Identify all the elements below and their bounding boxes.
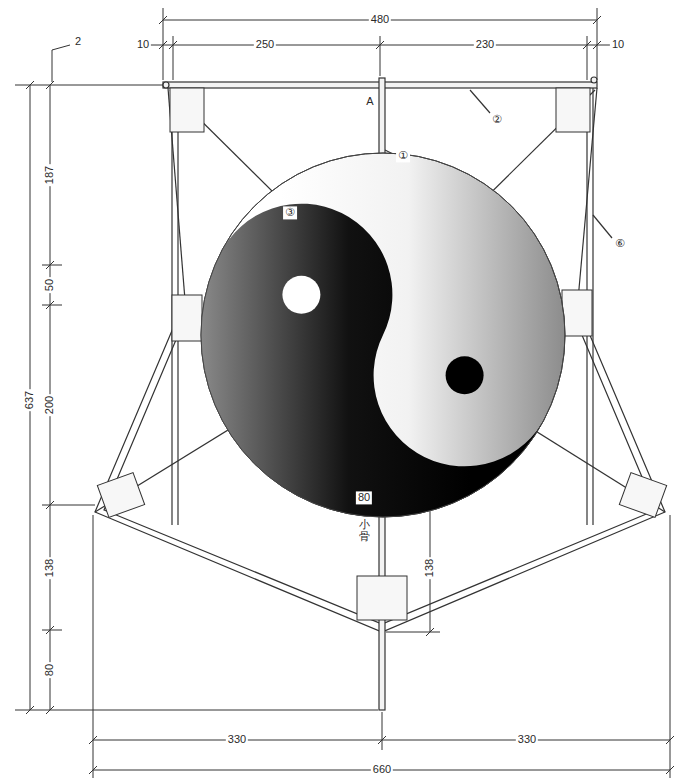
dimension-lines	[159, 16, 167, 24]
dimension-lines	[587, 36, 588, 80]
part-name: 小骨	[357, 517, 372, 543]
yin-yang-symbol	[446, 356, 484, 394]
joint-blocks	[172, 295, 202, 341]
joint-blocks	[170, 88, 204, 132]
dimension-lines	[89, 766, 97, 774]
dimension-label: 10	[610, 38, 626, 51]
yin-yang-symbol	[201, 153, 565, 517]
dimension-lines	[670, 515, 671, 778]
dimension-lines	[26, 706, 34, 714]
dimension-lines	[93, 515, 94, 778]
dimension-label: 250	[254, 38, 276, 51]
kite-frame	[470, 90, 490, 113]
dimension-label: 138	[43, 557, 56, 579]
callout-number: ①	[396, 149, 410, 162]
joint-blocks	[556, 88, 590, 132]
yin-yang-symbol	[201, 153, 565, 517]
spars	[591, 77, 597, 83]
yin-yang-symbol	[201, 204, 546, 517]
dimension-label: 10	[135, 38, 151, 51]
dimension-lines	[46, 706, 54, 714]
dimension-lines	[376, 41, 384, 49]
dimension-label: 80	[356, 491, 372, 504]
dimension-label: 637	[23, 389, 36, 411]
joint-blocks	[562, 290, 592, 336]
dimension-label: 187	[43, 164, 56, 186]
dimension-label: 330	[226, 733, 248, 746]
callout-number: ②	[490, 113, 504, 126]
dimension-label: 660	[371, 763, 393, 776]
dimension-lines	[386, 632, 440, 633]
dimension-lines	[426, 628, 434, 636]
yin-yang-symbol	[282, 276, 320, 314]
spars	[163, 82, 169, 88]
dimension-label: 2	[73, 35, 83, 48]
dimension-lines	[593, 41, 601, 49]
dimension-lines	[42, 305, 62, 306]
dimension-lines	[169, 41, 177, 49]
dimension-lines	[15, 710, 378, 711]
dimension-label: 330	[516, 733, 538, 746]
kite-frame	[592, 88, 593, 525]
dimension-lines	[159, 41, 167, 49]
spars	[163, 77, 597, 710]
dimension-label: 50	[43, 277, 56, 293]
dimension-lines	[46, 261, 54, 269]
dimension-lines	[26, 81, 34, 89]
dimension-label: 80	[43, 662, 56, 678]
joint-blocks	[619, 473, 666, 518]
dimension-label: 480	[369, 13, 391, 26]
dimension-lines	[46, 501, 54, 509]
dimension-lines	[46, 626, 54, 634]
dimension-lines	[46, 301, 54, 309]
dimension-lines	[173, 36, 174, 80]
yin-yang-symbol	[201, 153, 565, 517]
joint-blocks	[97, 473, 144, 518]
dimension-lines	[15, 85, 165, 86]
dimension-lines	[52, 45, 70, 50]
dimension-lines	[46, 81, 54, 89]
dimension-lines	[15, 8, 674, 778]
dimension-label: 138	[423, 557, 436, 579]
joint-blocks	[357, 576, 407, 620]
callout-number: ③	[283, 206, 297, 219]
dimension-lines	[42, 265, 62, 266]
dimension-lines	[89, 736, 97, 744]
joint-blocks	[97, 88, 666, 620]
dimension-lines	[593, 16, 601, 24]
dimension-lines	[52, 50, 53, 82]
dimension-label: 200	[43, 394, 56, 416]
point-label: A	[364, 95, 375, 108]
dimension-lines	[583, 41, 591, 49]
callout-number: ⑥	[613, 237, 627, 250]
dimension-label: 230	[474, 38, 496, 51]
dimension-lines	[382, 712, 383, 750]
dimension-lines	[666, 766, 674, 774]
dimension-lines	[42, 630, 62, 631]
dimension-lines	[666, 736, 674, 744]
kite-frame	[593, 215, 612, 238]
dimension-lines	[380, 36, 381, 76]
dimension-lines	[378, 736, 386, 744]
